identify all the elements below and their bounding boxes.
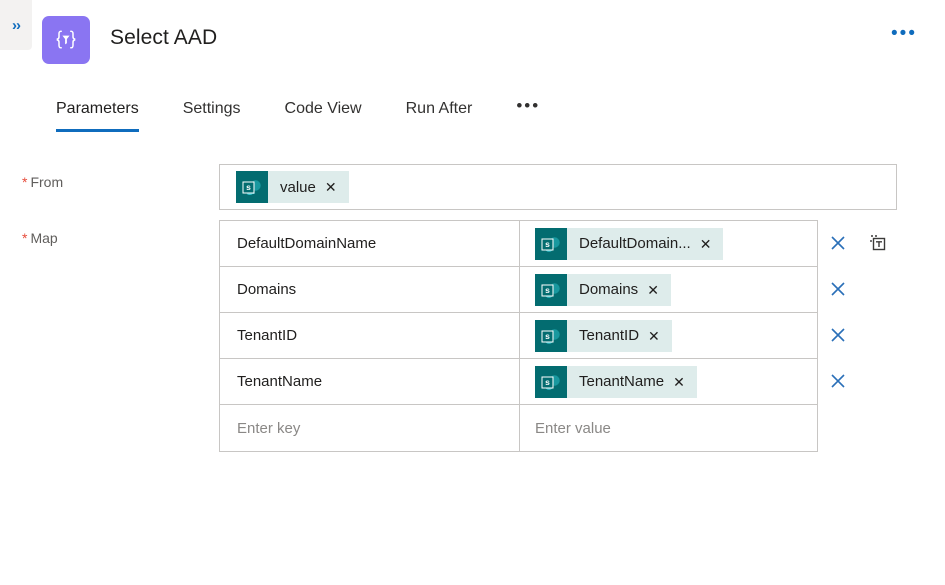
svg-text:s: s — [545, 239, 550, 249]
token-remove-icon[interactable]: ✕ — [673, 373, 685, 390]
table-row: Domains s Domains ✕ — [220, 267, 817, 313]
svg-text:s: s — [545, 285, 550, 295]
map-value-cell[interactable]: s DefaultDomain... ✕ — [520, 221, 817, 266]
chevron-double-right-icon: ›› — [12, 16, 21, 34]
collapse-panel-button[interactable]: ›› — [0, 0, 32, 50]
row-actions-2 — [826, 266, 850, 312]
page-title: Select AAD — [110, 26, 218, 49]
close-x-icon[interactable] — [826, 323, 850, 347]
close-x-icon[interactable] — [826, 369, 850, 393]
map-value-cell[interactable]: s TenantName ✕ — [520, 359, 817, 404]
map-value-cell[interactable]: s TenantID ✕ — [520, 313, 817, 358]
map-label-text: Map — [30, 230, 58, 246]
map-key-cell[interactable]: TenantName — [220, 359, 520, 404]
token-remove-icon[interactable]: ✕ — [324, 179, 337, 195]
map-value-cell[interactable]: s Domains ✕ — [520, 267, 817, 312]
switch-to-text-mode-icon[interactable] — [866, 231, 890, 255]
table-row-new: Enter key Enter value — [220, 405, 817, 451]
tab-bar: Parameters Settings Code View Run After … — [48, 96, 562, 132]
tab-overflow-button[interactable]: ••• — [516, 96, 541, 115]
table-row: TenantID s TenantID ✕ — [220, 313, 817, 359]
token-value[interactable]: s TenantID ✕ — [535, 319, 672, 352]
panel-header: ›› Select AAD ••• — [0, 0, 945, 82]
required-asterisk: * — [22, 230, 28, 246]
token-remove-icon[interactable]: ✕ — [699, 235, 712, 252]
token-value[interactable]: s Domains ✕ — [535, 273, 671, 306]
token-label: TenantID — [579, 327, 640, 344]
map-key-cell[interactable]: TenantID — [220, 313, 520, 358]
map-new-key-cell[interactable]: Enter key — [220, 405, 520, 451]
map-key-cell[interactable]: DefaultDomainName — [220, 221, 520, 266]
from-label-text: From — [30, 174, 64, 190]
row-actions-4 — [826, 358, 850, 404]
token-remove-icon[interactable]: ✕ — [647, 281, 659, 298]
close-x-icon[interactable] — [826, 231, 850, 255]
sharepoint-icon: s — [535, 273, 567, 306]
row-actions-3 — [826, 312, 850, 358]
token-value[interactable]: s value ✕ — [236, 171, 349, 203]
close-x-icon[interactable] — [826, 277, 850, 301]
svg-text:s: s — [545, 377, 550, 387]
header-overflow-menu-button[interactable]: ••• — [891, 23, 917, 44]
sharepoint-icon: s — [535, 319, 567, 352]
from-field-label: *From — [22, 174, 63, 190]
svg-text:s: s — [246, 182, 251, 192]
from-input[interactable]: s value ✕ — [219, 164, 897, 210]
map-field-label: *Map — [22, 230, 58, 246]
table-row: TenantName s TenantName ✕ — [220, 359, 817, 405]
table-row: DefaultDomainName s DefaultDomain... ✕ — [220, 221, 817, 267]
sharepoint-icon: s — [236, 171, 268, 203]
sharepoint-icon: s — [535, 227, 567, 260]
map-key-cell[interactable]: Domains — [220, 267, 520, 312]
token-label: Domains — [579, 281, 639, 298]
map-new-value-cell[interactable]: Enter value — [520, 405, 817, 451]
enter-key-placeholder: Enter key — [237, 419, 301, 437]
tab-code-view[interactable]: Code View — [284, 100, 362, 117]
token-label: DefaultDomain... — [579, 235, 691, 252]
row-actions-1 — [826, 220, 890, 266]
enter-value-placeholder: Enter value — [535, 419, 611, 437]
map-table: DefaultDomainName s DefaultDomain... ✕ D… — [219, 220, 818, 452]
required-asterisk: * — [22, 174, 28, 190]
svg-text:s: s — [545, 331, 550, 341]
select-braces-filter-icon — [42, 16, 90, 64]
tab-settings[interactable]: Settings — [182, 100, 241, 117]
sharepoint-icon: s — [535, 365, 567, 398]
tab-parameters[interactable]: Parameters — [48, 100, 161, 132]
token-value[interactable]: s TenantName ✕ — [535, 365, 697, 398]
token-label: TenantName — [579, 373, 665, 390]
token-value[interactable]: s DefaultDomain... ✕ — [535, 227, 724, 260]
token-label: value — [280, 178, 316, 196]
token-remove-icon[interactable]: ✕ — [648, 327, 660, 344]
tab-run-after[interactable]: Run After — [405, 100, 473, 117]
